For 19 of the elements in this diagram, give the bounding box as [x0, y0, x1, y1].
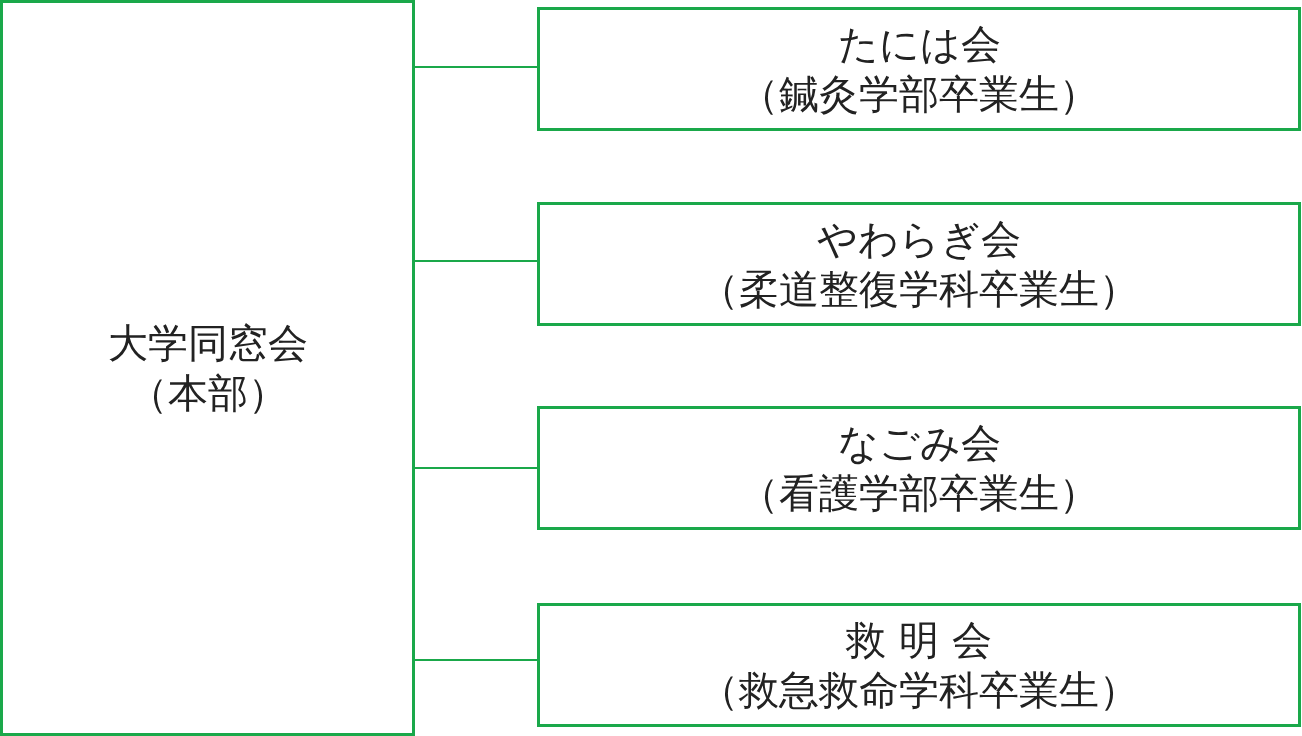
- branch-box: [537, 406, 1301, 530]
- member-note: （救急救命学科卒業生）: [699, 666, 1139, 715]
- connector-line: [414, 260, 538, 262]
- group-name: 救 明 会: [846, 616, 992, 665]
- connector-line: [414, 659, 538, 661]
- branch-box: [537, 603, 1301, 727]
- connector-line: [414, 467, 538, 469]
- branch-box: [537, 202, 1301, 326]
- member-note: （柔道整復学科卒業生）: [699, 265, 1139, 314]
- group-name: 大学同窓会: [107, 319, 308, 368]
- branch-box: [537, 7, 1301, 131]
- group-name: やわらぎ会: [817, 215, 1021, 264]
- connector-line: [414, 66, 538, 68]
- organization-box: [0, 0, 415, 736]
- member-note: （看護学部卒業生）: [739, 469, 1099, 518]
- group-name: なごみ会: [837, 419, 1001, 468]
- member-note: （本部）: [127, 369, 288, 418]
- group-name: たには会: [837, 20, 1001, 69]
- member-note: （鍼灸学部卒業生）: [739, 70, 1099, 119]
